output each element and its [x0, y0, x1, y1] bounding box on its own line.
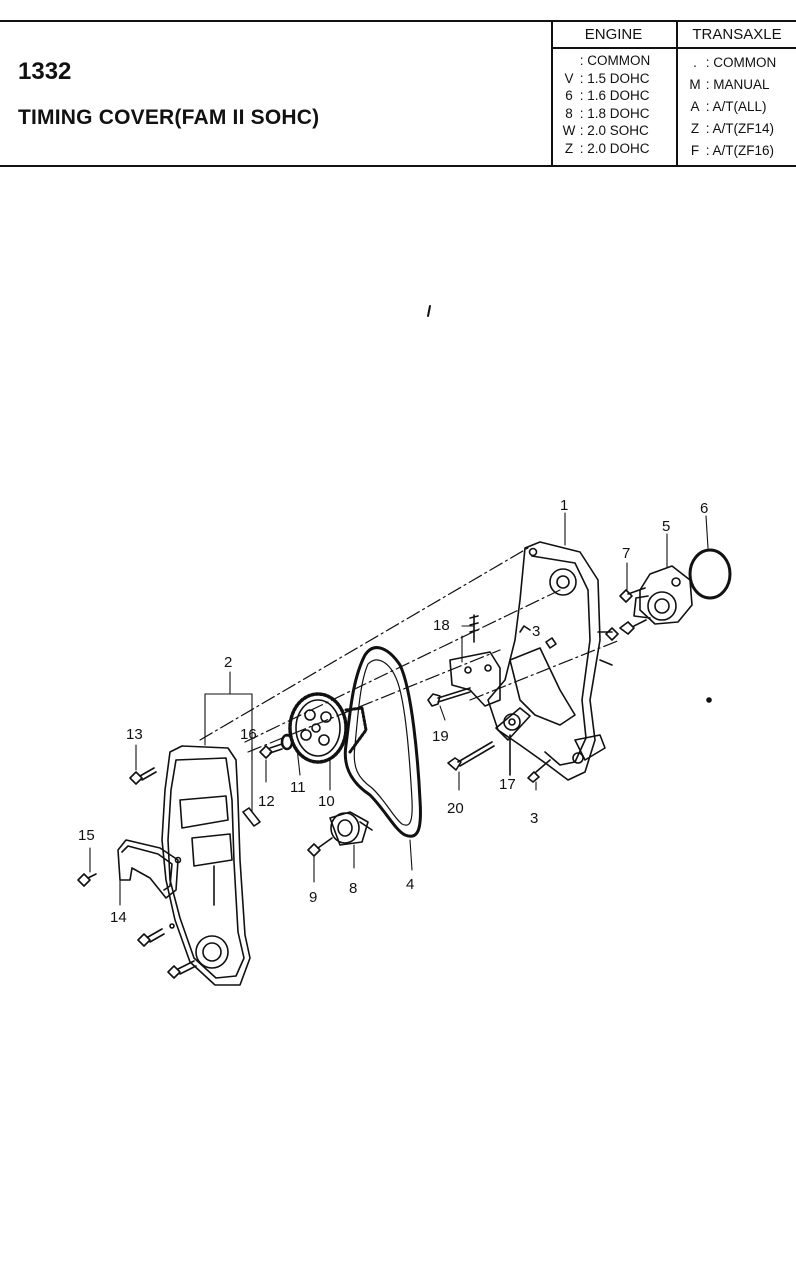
- cover-bolt-lower-b: [167, 960, 197, 979]
- callout-8: 8: [349, 880, 357, 897]
- legend-heading-rule: [551, 47, 796, 49]
- engine-legend-item: W : 2.0 SOHC: [562, 123, 649, 139]
- callout-11: 11: [290, 779, 306, 796]
- engine-column-divider: [551, 20, 553, 166]
- header: 1332 TIMING COVER(FAM II SOHC) ENGINE TR…: [0, 0, 796, 168]
- stray-dot: [706, 697, 712, 703]
- callout-20: 20: [447, 800, 464, 817]
- exploded-parts-drawing: 1 2 3 3 4 5 6 7 8 9 10 11 12 13 14 15 16…: [77, 305, 732, 986]
- transaxle-legend-item: Z : A/T(ZF14): [690, 121, 775, 136]
- callout-14: 14: [110, 909, 127, 926]
- callout-5: 5: [662, 518, 670, 535]
- bolt-19: [427, 687, 471, 707]
- callout-labels: 1 2 3 3 4 5 6 7 8 9 10 11 12 13 14 15 16…: [78, 497, 708, 926]
- bottom-rule: [0, 165, 796, 167]
- bolt-12: [259, 743, 283, 759]
- timing-belt: [343, 646, 422, 838]
- engine-heading: ENGINE: [584, 26, 643, 43]
- callout-9: 9: [309, 889, 317, 906]
- cover-gasket: [117, 839, 179, 899]
- top-rule: [0, 20, 796, 22]
- cover-bolt-lower-a: [137, 928, 165, 947]
- callout-18: 18: [433, 617, 450, 634]
- callout-1: 1: [560, 497, 568, 514]
- callout-7: 7: [622, 545, 630, 562]
- bolt-7: [619, 587, 646, 603]
- callout-3-upper: 3: [532, 623, 540, 640]
- callout-16: 16: [240, 726, 257, 743]
- transaxle-column-divider: [676, 20, 678, 166]
- transaxle-legend-item: M : MANUAL: [689, 77, 770, 92]
- pin-16: [242, 807, 261, 827]
- transaxle-legend-item: A : A/T(ALL): [690, 99, 767, 114]
- callout-19: 19: [432, 728, 449, 745]
- callout-10: 10: [318, 793, 335, 810]
- engine-legend-item: 8 : 1.8 DOHC: [565, 105, 650, 121]
- bracket-assembly: [449, 614, 501, 707]
- transaxle-legend: . : COMMON M : MANUAL A : A/T(ALL) Z : A…: [688, 52, 776, 162]
- bolt-3-lower: [527, 759, 551, 783]
- rear-timing-cover: [487, 541, 613, 781]
- tensioner-pulley: [329, 811, 373, 846]
- page-title: TIMING COVER(FAM II SOHC): [18, 106, 320, 129]
- transaxle-heading: TRANSAXLE: [692, 26, 782, 43]
- callout-4: 4: [406, 876, 414, 893]
- bolt-13: [129, 767, 157, 785]
- idler-tensioner: [495, 707, 531, 776]
- callout-17: 17: [499, 776, 516, 793]
- part-number: 1332: [18, 58, 72, 85]
- callout-2: 2: [224, 654, 232, 671]
- engine-legend-item: Z : 2.0 DOHC: [564, 140, 650, 156]
- engine-legend: : COMMON V : 1.5 DOHC 6 : 1.6 DOHC 8 : 1…: [562, 52, 651, 158]
- callout-6: 6: [700, 500, 708, 517]
- o-ring: [688, 548, 732, 600]
- transaxle-legend-item: . : COMMON: [693, 55, 777, 70]
- alignment-lines: [199, 547, 621, 753]
- washer-11: [280, 733, 294, 751]
- leader-lines: [89, 512, 709, 906]
- camshaft-sprocket: [288, 692, 368, 764]
- water-pump: [633, 565, 693, 625]
- bolt-3-upper: [519, 625, 557, 649]
- callout-12: 12: [258, 793, 275, 810]
- bolt-7-lower: [605, 619, 647, 641]
- transaxle-legend-item: F : A/T(ZF16): [690, 143, 775, 158]
- engine-legend-item: V : 1.5 DOHC: [564, 70, 650, 86]
- bolt-20: [447, 741, 495, 771]
- engine-legend-item: : COMMON: [579, 53, 651, 68]
- callout-13: 13: [126, 726, 143, 743]
- bolt-9: [307, 837, 333, 857]
- stray-mark: [427, 305, 431, 317]
- front-timing-cover: [161, 745, 251, 986]
- callout-15: 15: [78, 827, 95, 844]
- engine-legend-item: 6 : 1.6 DOHC: [565, 88, 650, 104]
- screw-15: [77, 873, 97, 887]
- callout-3-lower: 3: [530, 810, 538, 827]
